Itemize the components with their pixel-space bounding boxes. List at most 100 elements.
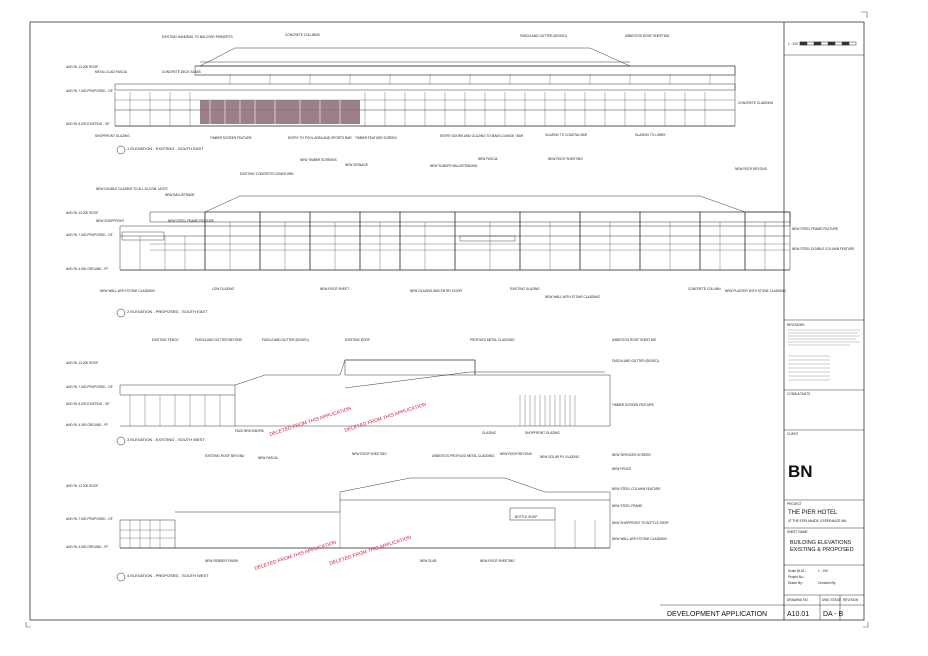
elevation-1-labels: EXISTING HANDRAIL TO BALCONY PARAPETS CO…: [66, 33, 774, 155]
svg-text:ASBESTOS ROOF SHEETING: ASBESTOS ROOF SHEETING: [625, 34, 670, 38]
svg-text:NEW WALL WITH STONE CLADDING: NEW WALL WITH STONE CLADDING: [100, 289, 155, 293]
svg-text:AHD RL 7.000 PROPOSED - GF: AHD RL 7.000 PROPOSED - GF: [66, 233, 113, 237]
svg-text:Drawn By:: Drawn By:: [788, 581, 803, 585]
svg-text:NEW ROOF SHEETING: NEW ROOF SHEETING: [548, 157, 583, 161]
svg-text:NEW ROOF BEYOND: NEW ROOF BEYOND: [500, 452, 533, 456]
elevation-3-title: 3 ELEVATION - EXISTING - SOUTH WEST: [127, 437, 205, 442]
svg-text:CONCRETE DECK SLABS: CONCRETE DECK SLABS: [162, 70, 201, 74]
svg-text:DRAWING NO.: DRAWING NO.: [787, 598, 809, 602]
svg-text:NEW GLAZING AND ENTRY DOOR: NEW GLAZING AND ENTRY DOOR: [410, 289, 462, 293]
svg-text:EXISTING ROOF: EXISTING ROOF: [345, 338, 370, 342]
svg-text:FASCIA AND GUTTER (BOXED): FASCIA AND GUTTER (BOXED): [520, 34, 567, 38]
project-name: THE PIER HOTEL: [788, 510, 838, 516]
svg-text:NEW SERVICES SCREEN: NEW SERVICES SCREEN: [612, 453, 651, 457]
svg-text:NEW ROOF SHEETING: NEW ROOF SHEETING: [352, 452, 387, 456]
svg-text:NEW ROOF SHEET: NEW ROOF SHEET: [320, 287, 349, 291]
svg-text:NEW SLAB: NEW SLAB: [420, 559, 436, 563]
svg-text:CLIENT: CLIENT: [787, 432, 798, 436]
timber-screen-hatch: [200, 100, 360, 124]
svg-text:GLAZING TO COASTAL BAR: GLAZING TO COASTAL BAR: [545, 133, 588, 137]
svg-text:EXISTING HANDRAIL TO BALCONY P: EXISTING HANDRAIL TO BALCONY PARAPETS: [162, 35, 233, 39]
bn-logo: BN: [788, 462, 813, 481]
svg-text:BOTTLE SHOP: BOTTLE SHOP: [515, 515, 537, 519]
svg-text:METAL CLAD FASCIA: METAL CLAD FASCIA: [95, 70, 128, 74]
svg-text:NEW SIGNAGE: NEW SIGNAGE: [345, 163, 368, 167]
svg-text:AHD RL 6.000 EXISTING - GF: AHD RL 6.000 EXISTING - GF: [66, 122, 110, 126]
svg-text:AHD RL 4.000 GROUND - FF: AHD RL 4.000 GROUND - FF: [66, 545, 108, 549]
title-block: [660, 41, 864, 620]
svg-text:NEW DOUBLE GLAZING TO ALL ACCO: NEW DOUBLE GLAZING TO ALL ACCOM. UNITS: [96, 187, 168, 191]
svg-text:PROFILED METAL CLADDING: PROFILED METAL CLADDING: [470, 338, 515, 342]
svg-text:NEW STEEL DOUBLE COLUMN FEATUR: NEW STEEL DOUBLE COLUMN FEATURE: [792, 247, 855, 251]
deleted-stamp-2: DELETED FROM THIS APPLICATION: [344, 402, 428, 434]
svg-text:NEW FENCE: NEW FENCE: [612, 467, 631, 471]
elevation-4: [119, 477, 611, 549]
svg-text:NEW FASCIA: NEW FASCIA: [478, 157, 499, 161]
svg-text:NEW RENDER FINISH: NEW RENDER FINISH: [205, 559, 239, 563]
svg-text:NEW SUNDRY BALUSTRADING: NEW SUNDRY BALUSTRADING: [430, 164, 478, 168]
svg-text:AHD RL 13.200 ROOF: AHD RL 13.200 ROOF: [66, 361, 98, 365]
elevation-3: [119, 359, 611, 427]
svg-text:TIMBER FEATURE SCREEN: TIMBER FEATURE SCREEN: [355, 136, 397, 140]
elevation-2-labels: EXISTING CONCRETE DOWNTURN NEW TIMBER SC…: [66, 157, 855, 318]
svg-text:AHD RL 4.000 GROUND - FF: AHD RL 4.000 GROUND - FF: [66, 423, 108, 427]
deleted-stamp-4: DELETED FROM THIS APPLICATION: [329, 535, 413, 567]
svg-text:REVISION: REVISION: [843, 598, 859, 602]
svg-text:GLAZING: GLAZING: [482, 431, 497, 435]
svg-text:AHD RL 13.200 ROOF: AHD RL 13.200 ROOF: [66, 211, 98, 215]
svg-text:NEW SHOPFRONT: NEW SHOPFRONT: [96, 219, 124, 223]
svg-text:NEW STEEL FRAME FEATURE: NEW STEEL FRAME FEATURE: [168, 219, 214, 223]
sheet-border: [29, 21, 865, 621]
svg-text:NEW WALL WITH STONE CLADDING: NEW WALL WITH STONE CLADDING: [612, 537, 667, 541]
development-application: DEVELOPMENT APPLICATION: [667, 611, 767, 618]
svg-text:NEW SOLAR PV GLAZING: NEW SOLAR PV GLAZING: [540, 455, 580, 459]
svg-text:NEW PLASTER WITH STONE CLADDIN: NEW PLASTER WITH STONE CLADDING: [725, 289, 787, 293]
elevation-1-title: 1 ELEVATION - EXISTING - SOUTH EAST: [127, 146, 204, 151]
title-block-text: 1 : 100 REVISIONS CONSULTANTS CLIENT BN …: [667, 42, 859, 618]
svg-text:CONCRETE CLADDING: CONCRETE CLADDING: [738, 101, 774, 105]
svg-text:NEW STEEL FRAME FEATURE: NEW STEEL FRAME FEATURE: [792, 227, 838, 231]
elevation-2-title: 2 ELEVATION - PROPOSED - SOUTH EAST: [127, 309, 208, 314]
deleted-stamp-1: DELETED FROM THIS APPLICATION: [269, 406, 353, 438]
svg-text:EXISTING FENCE: EXISTING FENCE: [152, 338, 179, 342]
svg-text:ASBESTOS PROFILED METAL CLADDI: ASBESTOS PROFILED METAL CLADDING: [432, 454, 495, 458]
svg-text:SHOPFRONT GLAZING: SHOPFRONT GLAZING: [525, 431, 560, 435]
svg-text:AHD RL 4.000 GROUND - FF: AHD RL 4.000 GROUND - FF: [66, 267, 108, 271]
svg-text:FASCIA AND GUTTER BEYOND: FASCIA AND GUTTER BEYOND: [195, 338, 243, 342]
svg-text:EXISTING CONCRETE DOWNTURN: EXISTING CONCRETE DOWNTURN: [240, 172, 294, 176]
svg-text:ENTRY DOORS AND GLAZING TO MAI: ENTRY DOORS AND GLAZING TO MAIN LOUNGE /…: [440, 134, 524, 138]
svg-text:CONSULTANTS: CONSULTANTS: [787, 392, 810, 396]
svg-text:1 : 100: 1 : 100: [788, 42, 798, 46]
svg-text:NEW TIMBER SCREENS: NEW TIMBER SCREENS: [300, 158, 337, 162]
issue-number: DA - B: [823, 611, 844, 618]
svg-text:AHD RL 7.000 PROPOSED - GF: AHD RL 7.000 PROPOSED - GF: [66, 89, 113, 93]
svg-text:CONCRETE COLUMNS: CONCRETE COLUMNS: [285, 33, 320, 37]
svg-text:Scale @ A1:: Scale @ A1:: [788, 569, 806, 573]
svg-text:DWG STAGE: DWG STAGE: [822, 598, 841, 602]
svg-text:NEW WALL WITH STONE CLADDING: NEW WALL WITH STONE CLADDING: [545, 295, 600, 299]
elevation-2: [119, 195, 791, 271]
svg-text:TIMBER SCREEN FEATURE: TIMBER SCREEN FEATURE: [612, 403, 654, 407]
svg-text:FASCIA AND GUTTER (BOXED): FASCIA AND GUTTER (BOXED): [262, 338, 309, 342]
drawing-title-1: BUILDING ELEVATIONS: [790, 540, 852, 546]
svg-text:NEW ROOF BEYOND: NEW ROOF BEYOND: [735, 167, 768, 171]
svg-text:Project No.:: Project No.:: [788, 575, 805, 579]
svg-text:AHD RL 7.000 PROPOSED - GF: AHD RL 7.000 PROPOSED - GF: [66, 385, 113, 389]
svg-text:NEW BALUSTRADE: NEW BALUSTRADE: [165, 193, 195, 197]
elevation-1: [114, 47, 736, 127]
sheet-number: A10.01: [787, 611, 809, 618]
svg-text:NEW SHOPFRONT TO BOTTLE SHOP: NEW SHOPFRONT TO BOTTLE SHOP: [612, 521, 669, 525]
drawing-title-2: EXISTING & PROPOSED: [790, 547, 854, 553]
svg-text:PROJECT: PROJECT: [787, 502, 802, 506]
svg-text:SHEET NAME: SHEET NAME: [787, 530, 808, 534]
svg-text:EXISTING ROOF BEYOND: EXISTING ROOF BEYOND: [205, 454, 245, 458]
svg-text:LOW GLAZING: LOW GLAZING: [212, 287, 235, 291]
elevation-4-labels: EXISTING ROOF BEYOND NEW FASCIA NEW ROOF…: [66, 452, 669, 582]
svg-text:1 : 100: 1 : 100: [818, 569, 828, 573]
svg-text:TIMBER SCREEN FEATURE: TIMBER SCREEN FEATURE: [210, 136, 252, 140]
svg-text:ASBESTOS ROOF SHEETING: ASBESTOS ROOF SHEETING: [612, 338, 657, 342]
svg-text:NEW STEEL COLUMN FEATURE: NEW STEEL COLUMN FEATURE: [612, 487, 661, 491]
svg-text:NEW ROOF SHEETING: NEW ROOF SHEETING: [480, 559, 515, 563]
svg-text:47 THE ESPLANADE, ESPERANCE W: 47 THE ESPLANADE, ESPERANCE WA: [788, 519, 847, 523]
